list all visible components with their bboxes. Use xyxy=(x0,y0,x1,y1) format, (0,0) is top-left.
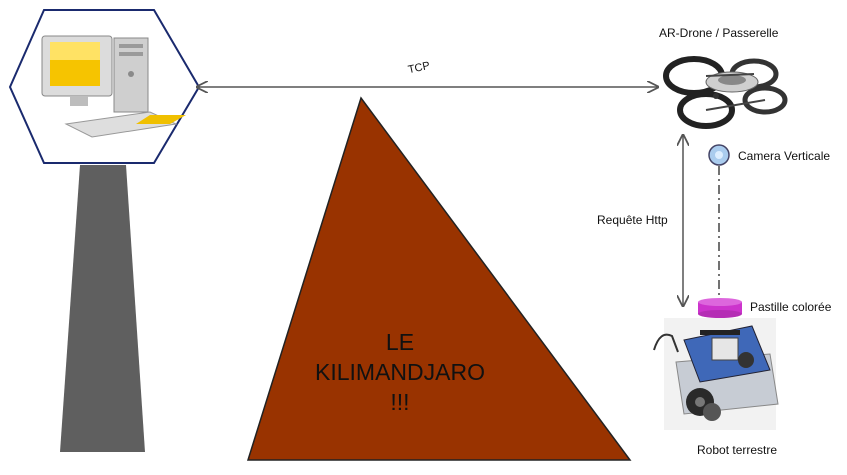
computer-hexagon xyxy=(8,9,201,164)
colored-marker-icon xyxy=(698,298,742,318)
mountain-shape xyxy=(246,96,632,461)
mountain-text-line2: KILIMANDJARO xyxy=(315,359,485,385)
robot-icon xyxy=(653,318,779,430)
robot-label: Robot terrestre xyxy=(697,443,778,457)
computer-icon xyxy=(41,35,186,138)
ar-drone-label: AR-Drone / Passerelle xyxy=(659,26,779,40)
camera-label: Camera Verticale xyxy=(738,149,831,163)
mountain-text-line1: LE xyxy=(385,329,415,355)
colored-marker-label: Pastille colorée xyxy=(750,300,832,314)
tower-shape xyxy=(60,165,145,452)
http-request-label: Requête Http xyxy=(597,213,668,227)
ar-drone-icon xyxy=(663,56,788,129)
mountain-text: LE KILIMANDJARO !!! xyxy=(290,327,510,417)
mountain-text-line3: !!! xyxy=(390,389,410,415)
